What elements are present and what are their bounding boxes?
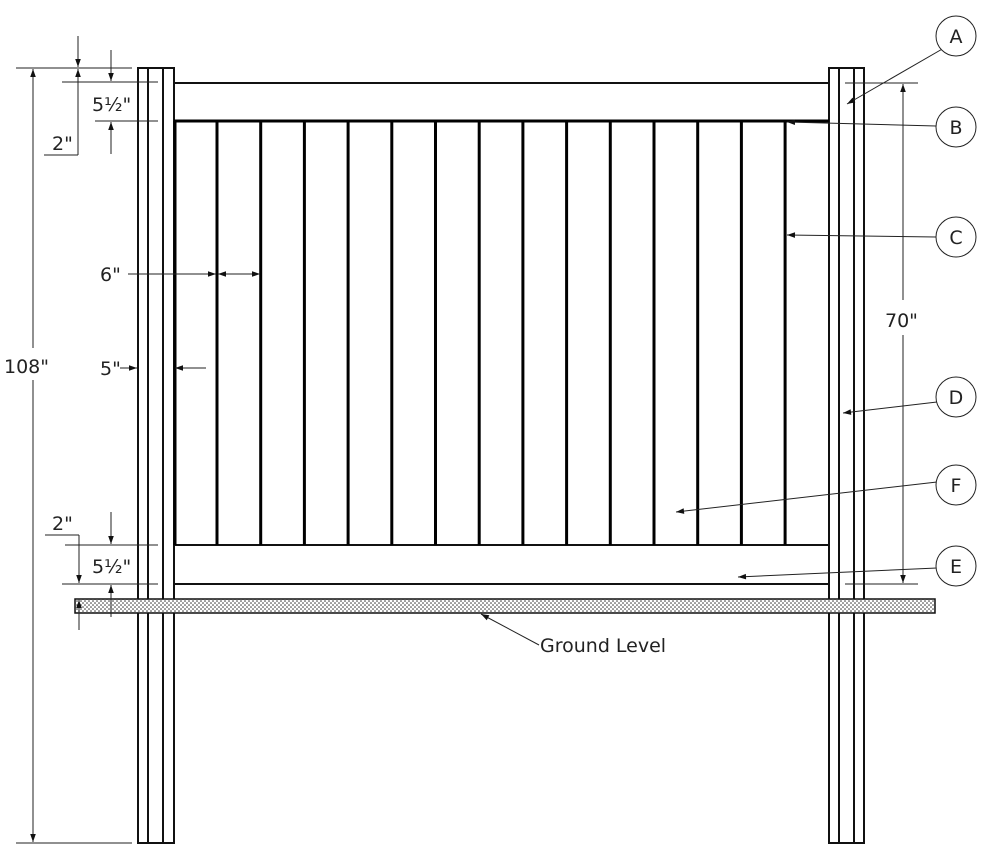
pickets: [215, 121, 787, 545]
callout-a: A: [846, 15, 977, 105]
svg-text:70": 70": [885, 310, 918, 332]
dim-post-width: 5": [100, 358, 206, 380]
callout-e: E: [737, 545, 977, 587]
svg-text:5½": 5½": [92, 94, 131, 116]
ground-leader: [480, 613, 540, 646]
svg-text:2": 2": [52, 513, 73, 535]
left-post: [137, 67, 175, 844]
svg-text:108": 108": [4, 356, 49, 378]
callout-b: B: [786, 106, 977, 148]
dim-overall-height: 108": [2, 67, 132, 844]
callout-label: A: [950, 26, 963, 48]
svg-text:2": 2": [52, 133, 73, 155]
dim-panel-height: 70": [845, 82, 918, 585]
dim-picket-width: 6": [100, 264, 260, 286]
ground-level-label: Ground Level: [540, 635, 666, 657]
svg-text:5": 5": [100, 358, 121, 380]
dim-bottom-rail: 2" 5½": [45, 512, 158, 630]
callout-label: D: [949, 387, 964, 409]
callout-c: C: [786, 216, 977, 258]
callout-label: B: [949, 117, 962, 139]
ground-strip: [74, 598, 936, 614]
callout-label: C: [949, 227, 962, 249]
svg-text:6": 6": [100, 264, 121, 286]
bottom-rail: [174, 544, 829, 585]
callout-label: F: [951, 475, 962, 497]
callout-d: D: [842, 376, 977, 418]
callout-label: E: [950, 556, 962, 578]
top-rail: [174, 82, 829, 123]
dim-top-rail: 2" 5½": [44, 36, 158, 156]
callout-f: F: [675, 464, 977, 514]
right-post: [828, 67, 865, 844]
svg-text:5½": 5½": [92, 556, 131, 578]
